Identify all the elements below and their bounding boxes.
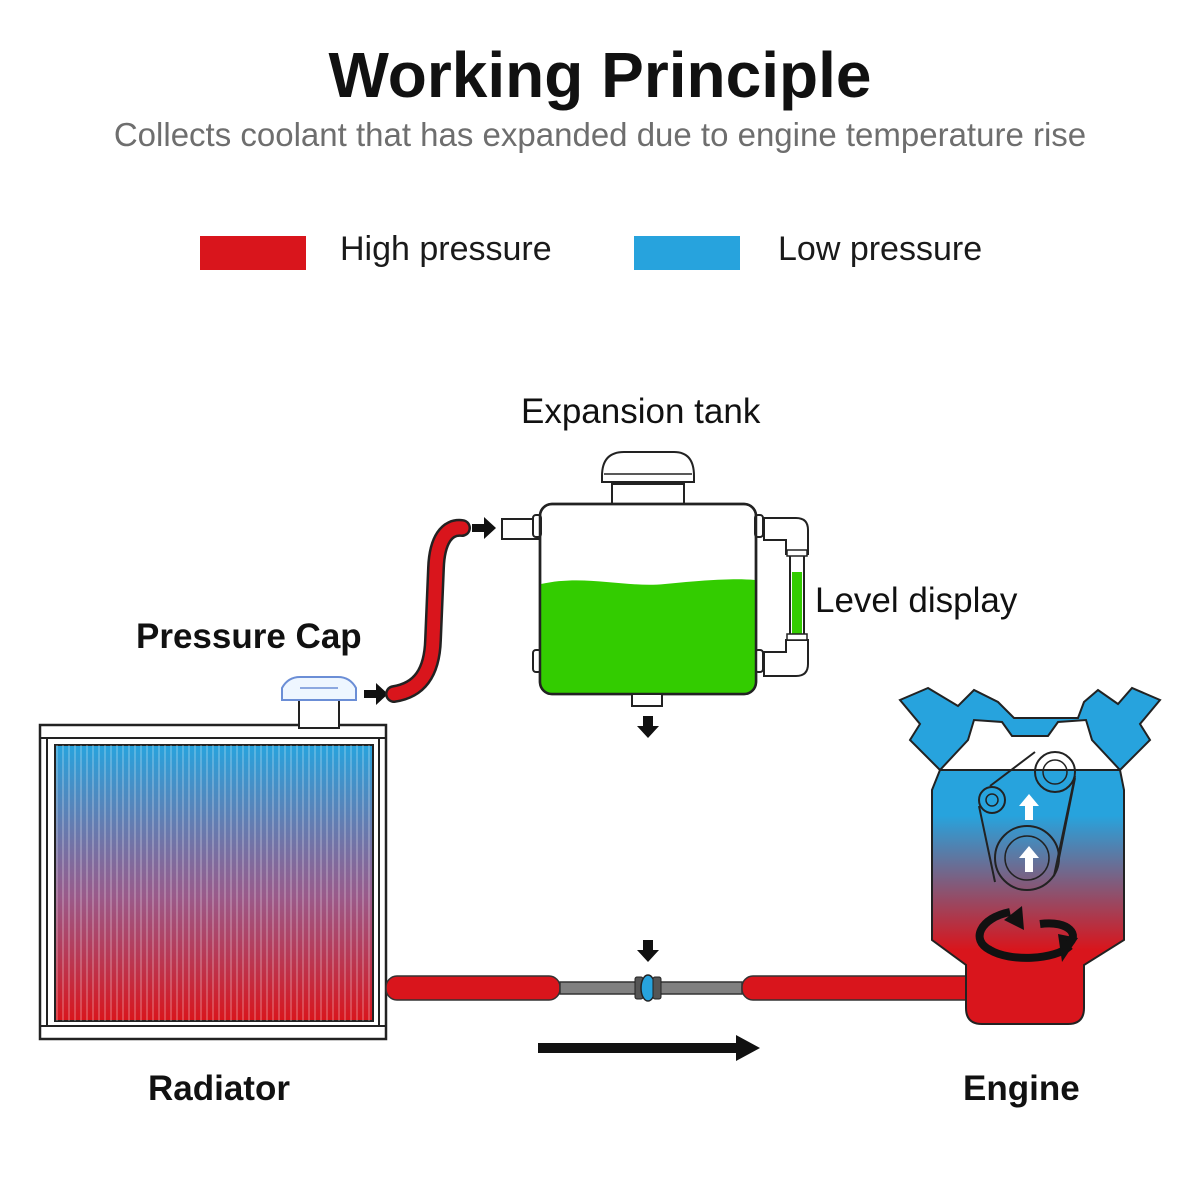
label-level-display: Level display: [815, 581, 1018, 620]
pressure-cap: [281, 676, 357, 729]
label-pressure-cap: Pressure Cap: [136, 617, 362, 656]
legend-label-low: Low pressure: [778, 230, 983, 268]
arrow-down-icon: [637, 940, 659, 962]
high-pressure-hose: [385, 518, 471, 703]
label-radiator: Radiator: [148, 1069, 290, 1108]
page-title: Working Principle: [328, 39, 872, 111]
rotation-icon: [975, 906, 1078, 962]
arrow-right-icon: [472, 517, 496, 539]
legend-label-high: High pressure: [340, 230, 552, 268]
page-subtitle: Collects coolant that has expanded due t…: [113, 116, 1087, 153]
arrow-right-icon: [364, 683, 388, 705]
legend-swatch-low: [634, 236, 740, 270]
level-display: [763, 517, 809, 677]
arrow-up-icon: [1019, 794, 1039, 820]
expansion-tank: [501, 451, 764, 707]
arrow-up-icon: [1019, 846, 1039, 872]
arrow-down-icon: [637, 716, 659, 738]
lower-hose: [385, 974, 977, 1002]
legend-swatch-high: [200, 236, 306, 270]
label-engine: Engine: [963, 1069, 1080, 1108]
label-expansion-tank: Expansion tank: [521, 392, 761, 431]
arrow-right-icon: [538, 1035, 760, 1061]
radiator: [38, 723, 388, 1041]
